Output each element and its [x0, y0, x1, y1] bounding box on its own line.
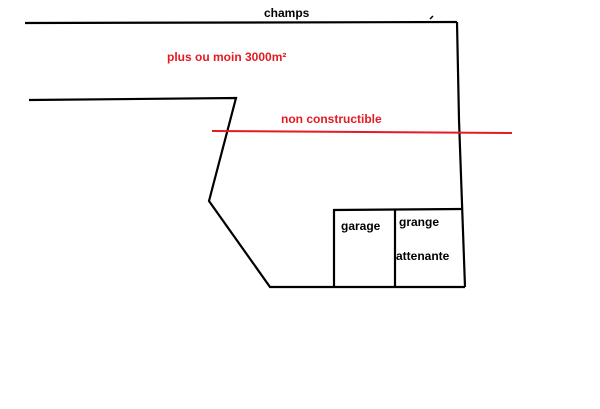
right-boundary-line	[455, 21, 467, 288]
non-constructible-line	[211, 130, 513, 134]
label-grange: grange	[399, 215, 440, 229]
tick-mark	[429, 15, 434, 20]
top-boundary-line	[24, 20, 458, 25]
label-champs: champs	[264, 6, 310, 20]
label-area: plus ou moin 3000m²	[167, 50, 287, 64]
label-garage: garage	[341, 219, 381, 233]
label-non-constructible: non constructible	[281, 112, 382, 126]
label-attenante: attenante	[396, 249, 450, 263]
building-outline	[332, 207, 463, 287]
